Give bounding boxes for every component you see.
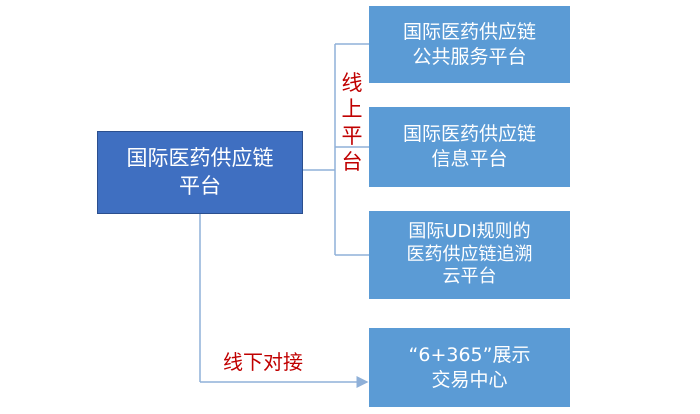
node-line: 医药供应链追溯 bbox=[406, 243, 533, 265]
online-platform-label: 线 上 平 台 bbox=[339, 70, 365, 175]
node-line: 国际医药供应链 bbox=[402, 123, 536, 146]
online-label-char: 线 bbox=[341, 71, 363, 95]
node-line: 国际UDI规则的 bbox=[408, 221, 531, 243]
node-line: 信息平台 bbox=[431, 148, 508, 170]
node-line: 云平台 bbox=[442, 266, 497, 288]
offline-connection-label: 线下对接 bbox=[223, 350, 303, 374]
root-node-line-1: 国际医药供应链 bbox=[126, 146, 274, 171]
node-public-service-platform: 国际医药供应链 公共服务平台 bbox=[369, 6, 570, 83]
online-label-char: 平 bbox=[341, 123, 363, 148]
node-line: 国际医药供应链 bbox=[402, 20, 536, 43]
node-line: 公共服务平台 bbox=[412, 45, 527, 68]
online-label-char: 台 bbox=[341, 149, 363, 174]
node-line: 交易中心 bbox=[431, 368, 508, 391]
root-node: 国际医药供应链 平台 bbox=[97, 131, 303, 214]
node-udi-traceability-cloud: 国际UDI规则的 医药供应链追溯 云平台 bbox=[369, 211, 570, 299]
node-exhibition-trading-center: “6+365”展示 交易中心 bbox=[369, 328, 570, 407]
online-label-char: 上 bbox=[341, 97, 363, 122]
root-node-line-2: 平台 bbox=[179, 173, 221, 198]
node-line: “6+365”展示 bbox=[408, 343, 531, 366]
node-information-platform: 国际医药供应链 信息平台 bbox=[369, 107, 570, 187]
